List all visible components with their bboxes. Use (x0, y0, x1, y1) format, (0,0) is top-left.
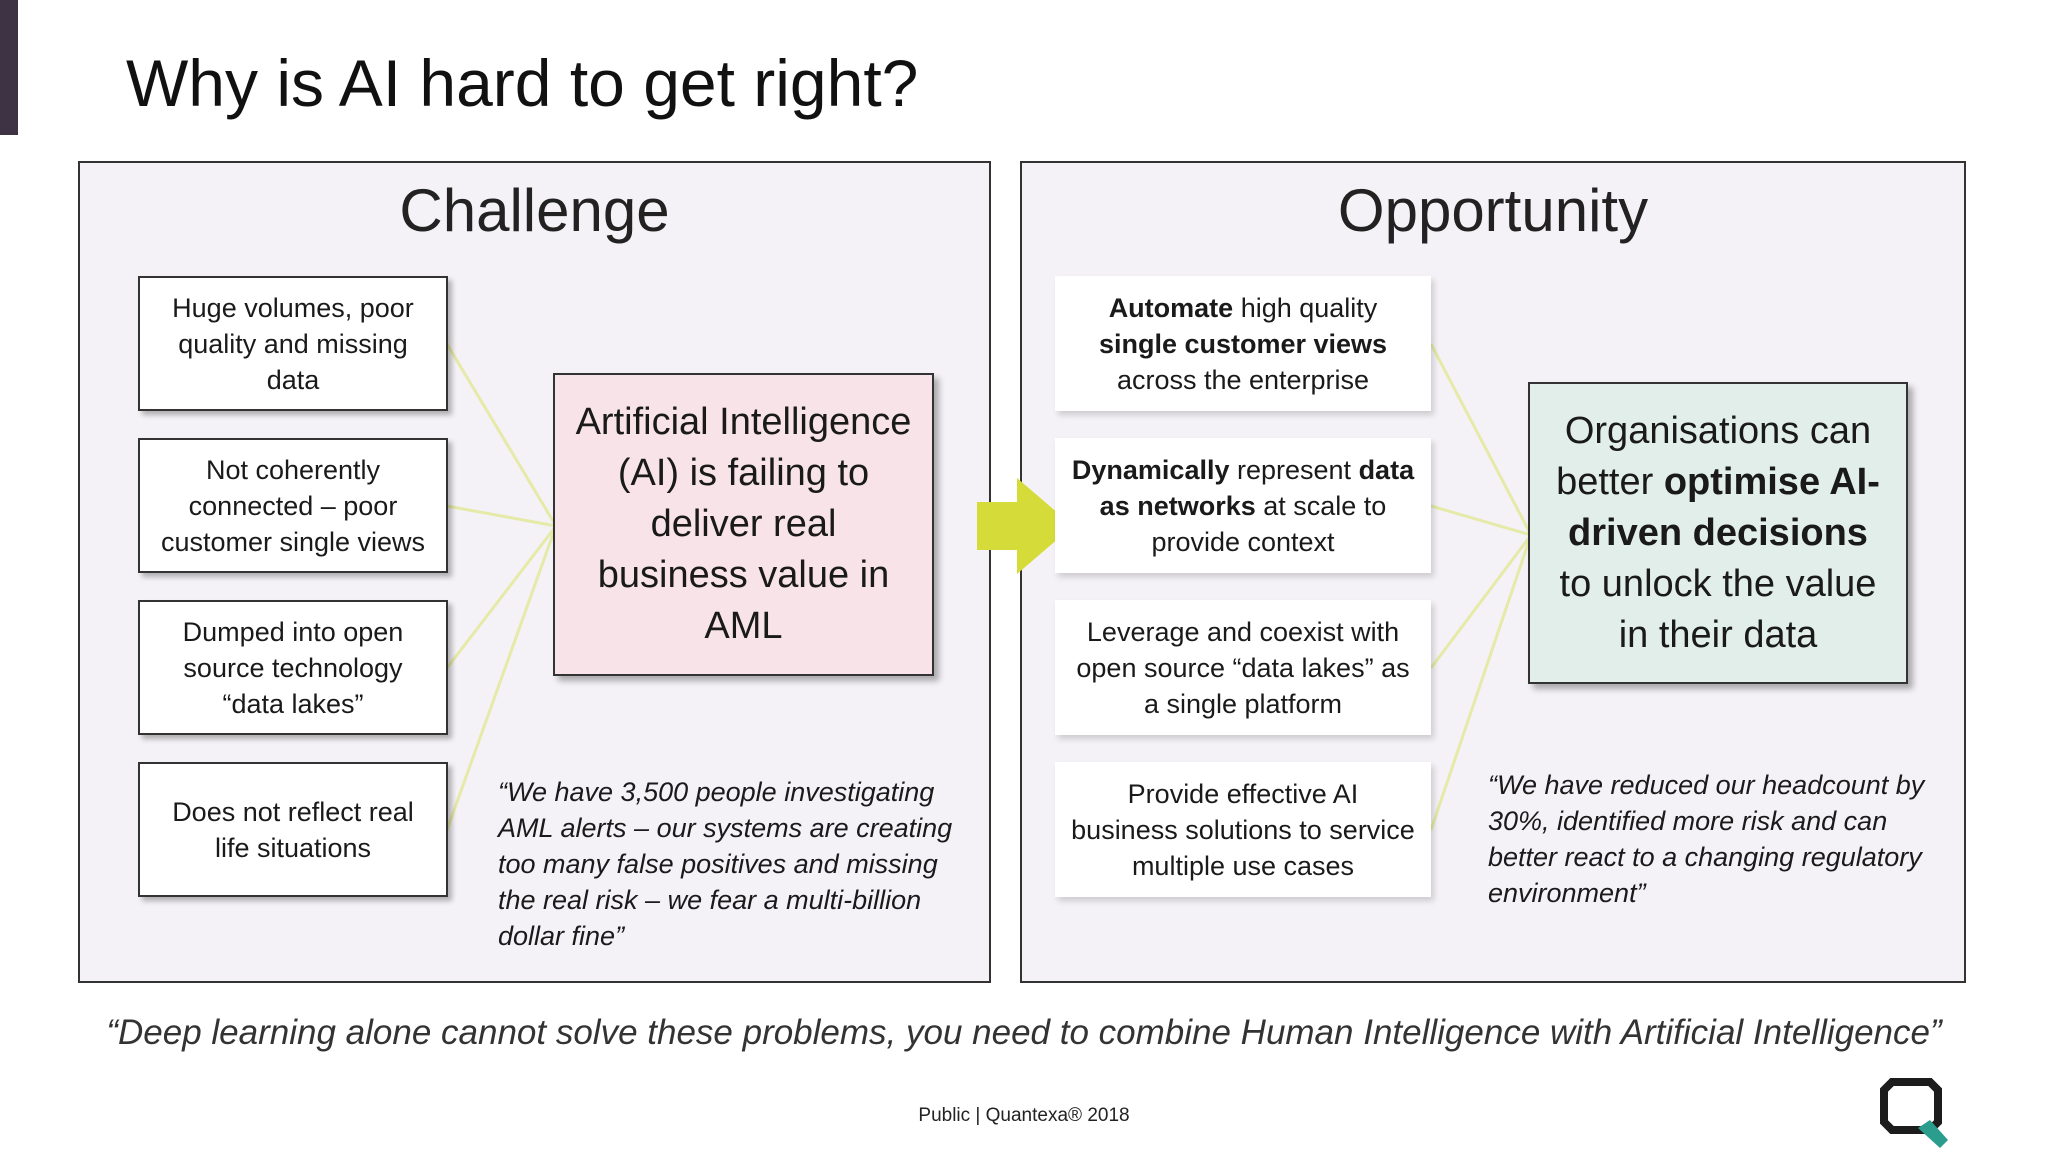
opportunity-item-4-text: Provide effective AI business solutions … (1071, 778, 1415, 881)
opportunity-item-2-text-2: at scale to provide context (1151, 490, 1387, 557)
challenge-item-3-text: Dumped into open source technology “data… (182, 616, 404, 719)
challenge-heading: Challenge (399, 177, 670, 244)
opportunity-center-text: Organisations can better optimise AI-dri… (1550, 406, 1886, 661)
challenge-quote: “We have 3,500 people investigating AML … (498, 777, 953, 951)
opportunity-center-text-1: Organisations can better (1556, 409, 1872, 503)
connector-line (445, 525, 558, 831)
challenge-item-2: Not coherently connected – poor customer… (138, 438, 448, 573)
opportunity-item-2: Dynamically represent data as networks a… (1055, 438, 1431, 573)
challenge-item-3: Dumped into open source technology “data… (138, 600, 448, 735)
opportunity-item-1-bold-1: Automate (1108, 292, 1234, 323)
challenge-item-4-text: Does not reflect real life situations (172, 796, 414, 863)
opportunity-item-3: Leverage and coexist with open source “d… (1055, 600, 1431, 735)
opportunity-item-2-bold-1: Dynamically (1071, 454, 1230, 485)
opportunity-heading: Opportunity (1337, 177, 1649, 244)
connector-line (1429, 534, 1533, 831)
opportunity-item-1-text: Automate high quality single customer vi… (1071, 290, 1415, 398)
connector-line (445, 343, 558, 527)
connector-line (445, 525, 558, 669)
challenge-item-2-text: Not coherently connected – poor customer… (160, 454, 426, 557)
connector-line (1430, 504, 1532, 537)
challenge-center-box: Artificial Intelligence (AI) is failing … (553, 373, 934, 676)
bottom-quote: “Deep learning alone cannot solve these … (106, 1013, 1942, 1052)
opportunity-item-3-text: Leverage and coexist with open source “d… (1076, 616, 1410, 719)
connector-line (1429, 343, 1533, 536)
opportunity-center-box: Organisations can better optimise AI-dri… (1528, 382, 1908, 684)
connector-line (446, 504, 557, 528)
opportunity-item-2-text-1: represent (1229, 454, 1359, 485)
challenge-center-text: Artificial Intelligence (AI) is failing … (575, 401, 912, 647)
opportunity-item-2-bold-2: data as networks (1099, 454, 1415, 521)
opportunity-item-1-text-1: high quality (1233, 292, 1378, 323)
slide-title: Why is AI hard to get right? (126, 46, 919, 120)
challenge-item-1: Huge volumes, poor quality and missing d… (138, 276, 448, 411)
opportunity-item-4: Provide effective AI business solutions … (1055, 762, 1431, 897)
opportunity-center-text-2: to unlock the value in their data (1559, 562, 1877, 656)
opportunity-center-bold: optimise AI-driven decisions (1568, 460, 1880, 554)
opportunity-item-1: Automate high quality single customer vi… (1055, 276, 1431, 411)
connector-line (1429, 534, 1533, 669)
challenge-item-1-text: Huge volumes, poor quality and missing d… (172, 292, 414, 395)
opportunity-item-1-text-2: across the enterprise (1116, 364, 1370, 395)
opportunity-item-2-text: Dynamically represent data as networks a… (1071, 452, 1415, 560)
quantexa-logo-icon (1880, 1078, 1948, 1148)
footer-text: Public | Quantexa® 2018 (918, 1105, 1130, 1126)
arrow-right-icon (977, 478, 1073, 574)
accent-bar (0, 0, 18, 135)
opportunity-item-1-bold-2: single customer views (1098, 328, 1388, 359)
opportunity-quote: “We have reduced our headcount by 30%, i… (1488, 770, 1925, 908)
challenge-item-4: Does not reflect real life situations (138, 762, 448, 897)
